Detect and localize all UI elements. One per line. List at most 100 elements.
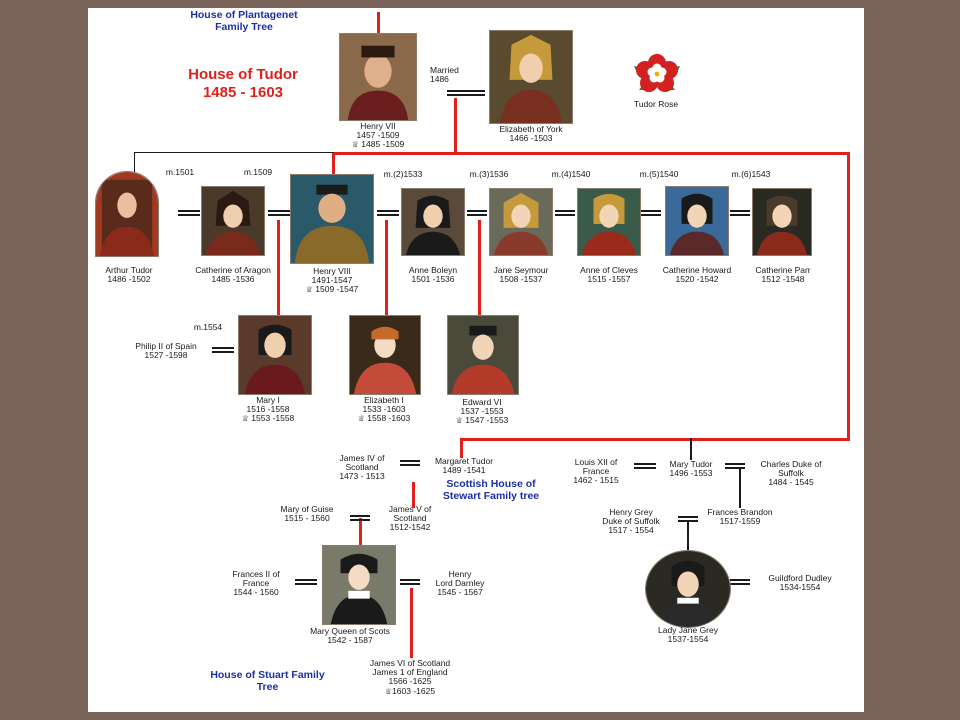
stuart-heading[interactable]: House of Stuart Family Tree (210, 669, 325, 693)
henry8-reign: 1509 -1547 (315, 284, 359, 295)
marriage-catherine-henry8 (268, 210, 290, 216)
guildford-name: Guildford Dudley (768, 573, 832, 583)
marriage-label-1509: m.1509 (243, 167, 273, 177)
jane-seymour-portrait[interactable] (489, 188, 553, 256)
catherine-aragon-caption: Catherine of Aragon 1485 -1536 (168, 265, 298, 284)
mary-scots-dates: 1542 - 1587 (327, 635, 373, 646)
james4-line2: Scotland (345, 462, 379, 473)
marriage-mary-scots-darnley (400, 579, 420, 585)
guildford-dates: 1534-1554 (779, 582, 821, 593)
elizabeth-york-portrait[interactable] (489, 30, 573, 124)
marriage-guise-james5 (350, 515, 370, 521)
crown-icon: ♕ (455, 416, 463, 426)
philip2-caption: Philip II of Spain 1527 -1598 (116, 341, 216, 361)
elizabeth1-dates: 1533 -1603 (362, 404, 406, 415)
marriage-label-1533: m.(2)1533 (383, 169, 423, 179)
henry7-caption: Henry VII 1457 -1509 ♕ 1485 -1509 (318, 121, 438, 150)
marriage-henry8-anne-boleyn (377, 210, 399, 216)
tudor-title: House of Tudor (188, 66, 298, 83)
henry8-dates: 1491-1547 (311, 275, 353, 286)
mary-tudor-dates: 1496 -1553 (669, 468, 713, 479)
darnley-caption: Henry Lord Darnley 1545 - 1567 (416, 569, 504, 598)
frances-caption: Frances Brandon 1517-1559 (694, 507, 786, 527)
philip2-name: Philip II of Spain (135, 341, 197, 351)
james6-line1: James VI of Scotland (369, 658, 451, 668)
james5-line1: James V of (388, 504, 432, 514)
marriage-henry7-elizabeth (447, 90, 485, 96)
marriage-jane-grey-guildford (730, 579, 750, 585)
tudor-rose-label: Tudor Rose (633, 99, 679, 109)
jane-seymour-dates: 1508 -1537 (499, 274, 543, 285)
elizabeth1-reign: 1558 -1603 (367, 413, 411, 424)
edward6-portrait[interactable] (447, 315, 519, 395)
catherine-parr-name: Catherine Parr (755, 265, 811, 275)
crown-icon: ♕ (357, 414, 365, 424)
marriage-jane-cleves (555, 210, 575, 216)
anne-cleves-portrait[interactable] (577, 188, 641, 256)
catherine-parr-portrait[interactable] (752, 188, 812, 256)
louis12-dates: 1462 - 1515 (573, 475, 619, 486)
elizabeth-york-caption: Elizabeth of York 1466 -1503 (471, 124, 591, 143)
anne-boleyn-name: Anne Boleyn (408, 265, 458, 275)
henry7-portrait[interactable] (339, 33, 417, 121)
mary-guise-name: Mary of Guise (280, 504, 334, 514)
marriage-francis-mary-scots (295, 579, 317, 585)
henry7-reign: 1485 -1509 (361, 139, 405, 150)
henry-grey-line2: Duke of Suffolk (602, 516, 660, 527)
francis2-line1: Frances II of (232, 569, 280, 579)
anne-boleyn-caption: Anne Boleyn 1501 -1536 (378, 265, 488, 285)
elizabeth1-name: Elizabeth I (364, 395, 404, 405)
mary-scots-name: Mary Queen of Scots (310, 626, 390, 636)
marriage-label-1554: m.1554 (193, 322, 223, 332)
catherine-aragon-portrait[interactable] (201, 186, 265, 256)
catherine-howard-name: Catherine Howard (662, 265, 732, 275)
charles-caption: Charles Duke of Suffolk 1484 - 1545 (740, 459, 842, 488)
marriage-label-1536: m.(3)1536 (469, 169, 509, 179)
frances-line (739, 468, 741, 508)
james4-line1: James IV of (339, 453, 385, 463)
edward6-line (478, 220, 481, 316)
plantagenet-line (377, 12, 380, 40)
james6-caption: James VI of Scotland James 1 of England … (342, 658, 478, 696)
james5-dates: 1512-1542 (389, 522, 431, 533)
margaret-name: Margaret Tudor (434, 456, 494, 466)
jane-seymour-caption: Jane Seymour 1508 -1537 (466, 265, 576, 285)
mary-scots-caption: Mary Queen of Scots 1542 - 1587 (288, 626, 412, 646)
henry8-portrait[interactable] (290, 174, 374, 264)
marriage-james4-margaret (400, 460, 420, 466)
catherine-howard-dates: 1520 -1542 (675, 274, 719, 285)
marriage-label-1540b: m.(5)1540 (639, 169, 679, 179)
elizabeth-york-name: Elizabeth of York (499, 124, 563, 134)
darnley-line1: Henry (448, 569, 472, 579)
mary1-portrait[interactable] (238, 315, 312, 395)
margaret-caption: Margaret Tudor 1489 -1541 (416, 456, 512, 475)
elizabeth1-portrait[interactable] (349, 315, 421, 395)
right-side-line (847, 152, 850, 440)
plantagenet-heading[interactable]: House of Plantagenet Family Tree (190, 9, 298, 33)
james6-line2: James 1 of England (372, 667, 448, 678)
jane-grey-portrait[interactable] (645, 550, 731, 628)
mary-scots-portrait[interactable] (322, 545, 396, 625)
catherine-howard-portrait[interactable] (665, 186, 729, 256)
mary1-reign: 1553 -1558 (251, 413, 295, 424)
charles-line1: Charles Duke of (760, 459, 822, 469)
mary-tudor-drop-line (690, 438, 692, 460)
stewart-heading[interactable]: Scottish House of Stewart Family tree (442, 478, 540, 502)
anne-boleyn-portrait[interactable] (401, 188, 465, 256)
marriage-howard-parr (730, 210, 750, 216)
anne-cleves-caption: Anne of Cleves 1515 -1557 (554, 265, 664, 284)
arthur-name: Arthur Tudor (105, 265, 153, 275)
edward6-dates: 1537 -1553 (460, 406, 504, 417)
mary1-caption: Mary I 1516 -1558 ♕ 1553 -1558 (218, 395, 318, 424)
marriage-anne-boleyn-jane (467, 210, 487, 216)
mary1-line (277, 220, 280, 316)
james5-line (412, 482, 415, 508)
edward6-caption: Edward VI 1537 -1553 ♕ 1547 -1553 (432, 397, 532, 426)
arthur-portrait[interactable] (95, 171, 159, 257)
marriage-label-1486-text: Married 1486 (430, 65, 459, 85)
frances-dates: 1517-1559 (719, 516, 761, 527)
anne-boleyn-dates: 1501 -1536 (411, 274, 455, 285)
philip2-dates: 1527 -1598 (144, 350, 188, 361)
charles-line2: Suffolk (778, 468, 804, 479)
james5-line2: Scotland (393, 513, 427, 524)
